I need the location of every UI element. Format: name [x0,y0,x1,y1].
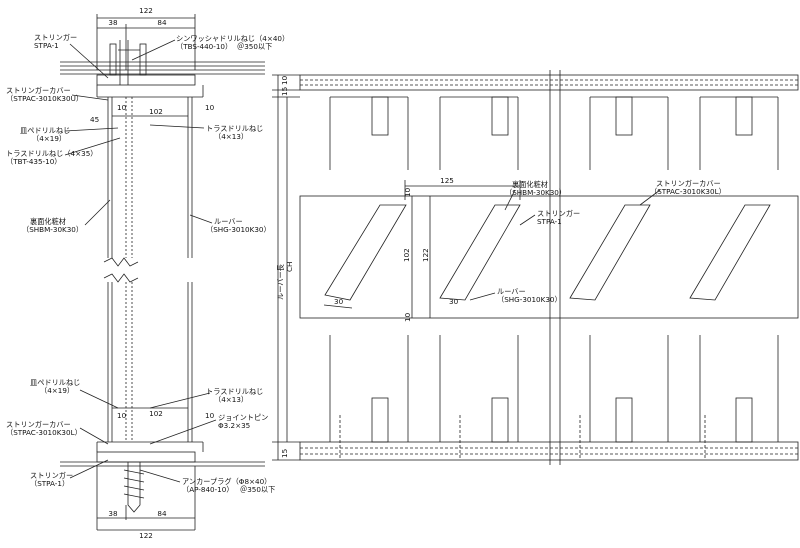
label-ch: CH [285,262,294,272]
dim-10-b: 10 [205,103,215,112]
label-cover-right: ストリンガーカバー [656,179,721,188]
label-stringer-top-code: STPA-1 [34,41,59,50]
dim-10-d: 10 [205,411,215,420]
label-joint-pin-size: Φ3.2×35 [218,421,250,430]
dim-122: 122 [421,248,430,262]
label-backing-left-code: （SHBM-30K30） [22,225,83,234]
label-stringer-top: ストリンガー [34,33,77,42]
label-flat-screw-2-size: （4×19） [40,386,74,395]
dim-125: 125 [440,176,454,185]
dim-bottom-total: 122 [139,531,153,540]
dim-102-a: 102 [149,107,163,116]
left-annotations: 122 38 84 ストリンガー STPA-1 シンワッシャドリルねじ（4×40… [6,6,294,540]
label-truss-screw-1: トラスドリルねじ [206,124,263,133]
label-truss-screw-1-size: （4×13） [214,132,248,141]
dim-30-b: 30 [449,297,459,306]
dim-top-b: 84 [157,18,167,27]
label-cover-bottom-code: （STPAC-3010K30L） [6,428,82,437]
dim-bottom-a: 38 [108,509,118,518]
dim-30-a: 30 [334,297,344,306]
label-truss-screw-2-code: （TBT-435-10） [6,157,61,166]
label-screw-top: シンワッシャドリルねじ（4×40） [176,34,289,43]
label-louver-left-code: （SHG-3010K30） [206,225,271,234]
left-section-view [60,14,300,531]
label-truss-screw-3: トラスドリルねじ [206,387,263,396]
label-truss-screw-3-size: （4×13） [214,395,248,404]
label-backing-right: 裏面化粧材 [512,180,548,189]
label-stringer-bottom-code: （STPA-1） [30,479,69,488]
dim-10-top: 10 [403,187,412,197]
label-screw-top-pitch: ＠350以下 [237,42,272,51]
label-anchor: アンカープラグ（Φ8×40） [182,477,271,486]
dim-15-top-right: 15 [280,87,289,96]
dim-15-bottom-right: 15 [280,449,289,458]
label-stringer-bottom: ストリンガー [30,471,73,480]
label-stringer-right-code: STPA-1 [537,217,562,226]
dim-45: 45 [90,115,99,124]
dim-10-top-right: 10 [280,75,289,85]
label-louver-left: ルーバー [214,217,243,226]
label-stringer-right: ストリンガー [537,209,580,218]
label-louver-right: ルーバー [497,287,526,296]
dim-102: 102 [402,248,411,262]
label-truss-screw-2: トラスドリルねじ（4×35） [6,149,97,158]
dim-top-a: 38 [108,18,118,27]
label-flat-screw-2: 皿ペドリルねじ [30,378,80,387]
label-anchor-code: （AP-840-10） [182,485,234,494]
label-cover-top: ストリンガーカバー [6,86,71,95]
label-flat-screw-1-size: （4×19） [32,134,66,143]
label-louver-length: ルーバー長 [276,264,285,300]
dim-102-b: 102 [149,409,163,418]
label-anchor-pitch: ＠350以下 [240,485,275,494]
right-annotations: 125 10 102 122 10 30 30 裏面化粧材 （SHBM-30K3… [334,176,726,322]
label-cover-top-code: （STPAC-3010K30U） [6,94,83,103]
dim-10-bottom: 10 [403,312,412,322]
dim-bottom-b: 84 [157,509,167,518]
dim-10-a: 10 [117,103,127,112]
label-cover-bottom: ストリンガーカバー [6,420,71,429]
label-joint-pin: ジョイントピン [218,413,268,422]
label-backing-left: 裏面化粧材 [30,217,66,226]
dim-top-total: 122 [139,6,153,15]
label-backing-right-code: （SHBM-30K30） [505,188,566,197]
label-louver-right-code: （SHG-3010K30） [497,295,562,304]
label-flat-screw-1: 皿ペドリルねじ [20,126,70,135]
label-screw-top-code: （TBS-440-10） [176,42,232,51]
dim-10-c: 10 [117,411,127,420]
label-cover-right-code: （STPAC-3010K30L） [650,187,726,196]
right-elevation-view [299,70,799,465]
